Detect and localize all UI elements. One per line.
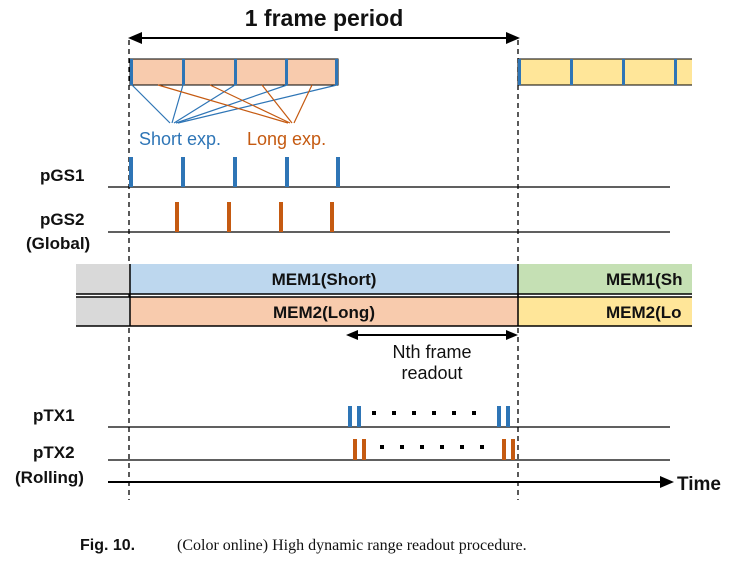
mem2-current-label: MEM2(Long) [273, 303, 375, 322]
frame-period-arrow [128, 32, 520, 44]
global-label: (Global) [26, 234, 90, 253]
ptx1-label: pTX1 [33, 406, 75, 425]
time-axis [108, 476, 674, 488]
short-exposure-label: Short exp. [139, 129, 221, 149]
pgs1-pulses [129, 157, 340, 187]
memory-rows: MEM1(Sh MEM2(Lo [76, 264, 692, 327]
next-frame-exposure-strip [517, 58, 692, 86]
ptx2-pulses [353, 439, 515, 460]
figure-caption-prefix: Fig. 10. [80, 537, 135, 554]
mem1-next-label: MEM1(Sh [606, 270, 683, 289]
ptx2-label: pTX2 [33, 443, 75, 462]
long-exposure-lines [157, 84, 313, 124]
time-axis-label: Time [677, 474, 721, 495]
figure-caption-text: (Color online) High dynamic range readou… [177, 537, 527, 554]
rolling-label: (Rolling) [15, 468, 84, 487]
pgs2-label: pGS2 [40, 210, 84, 229]
mem2-next-label: MEM2(Lo [606, 303, 682, 322]
pgs1-label: pGS1 [40, 166, 84, 185]
readout-arrow [346, 330, 518, 340]
pgs2-pulses [175, 202, 334, 232]
readout-label-line1: Nth frame [392, 342, 471, 362]
readout-label-line2: readout [401, 363, 462, 383]
ptx2-dots [380, 445, 484, 449]
long-exposure-label: Long exp. [247, 129, 326, 149]
current-frame-exposure-strip [129, 58, 339, 86]
frame-period-title: 1 frame period [245, 5, 404, 31]
ptx1-pulses [348, 406, 510, 427]
short-exposure-lines [131, 84, 338, 124]
ptx1-dots [372, 411, 476, 415]
mem1-current-label: MEM1(Short) [272, 270, 377, 289]
